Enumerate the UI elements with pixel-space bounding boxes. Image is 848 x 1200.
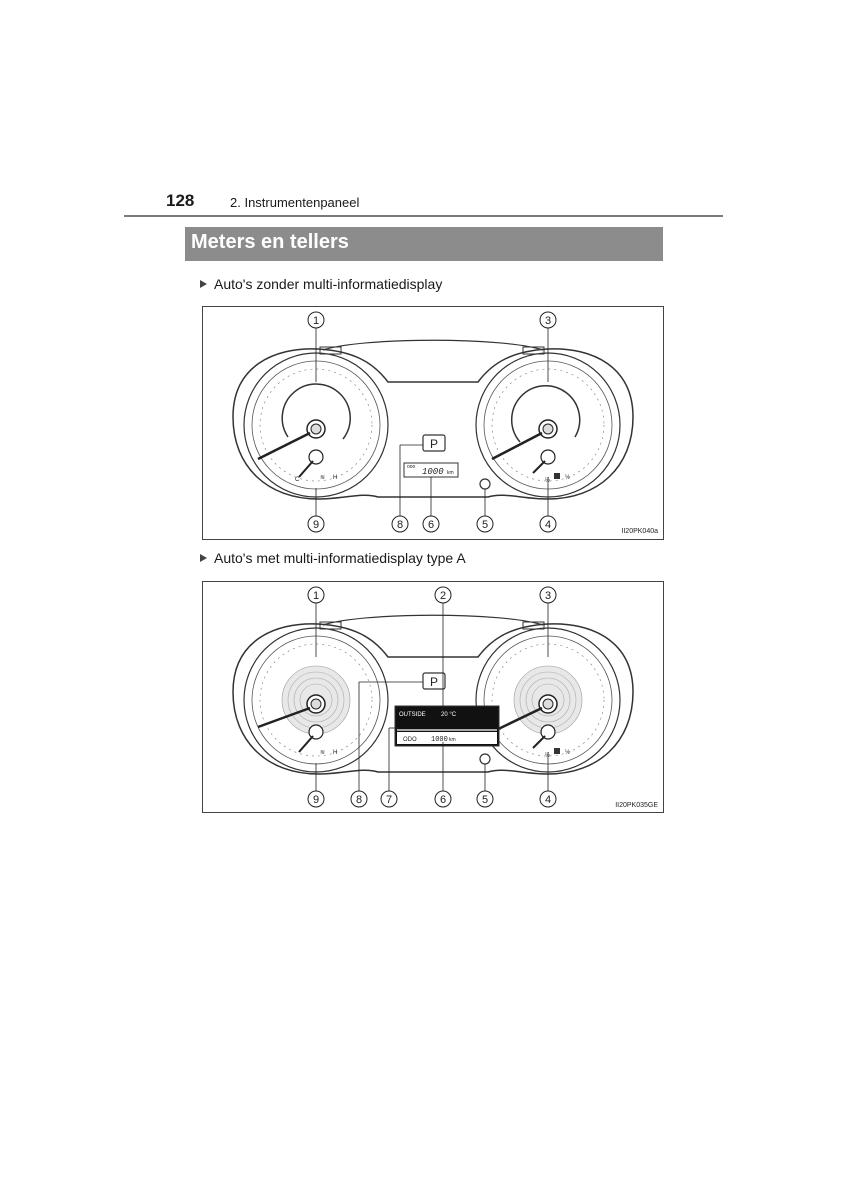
callout-4: 4 — [539, 790, 557, 808]
outside-temp-value: 20 °C — [441, 712, 457, 718]
subheading-display-type-a: Auto's met multi-informatiedisplay type … — [200, 550, 466, 566]
svg-text:4: 4 — [545, 519, 551, 531]
svg-text:5: 5 — [482, 519, 488, 531]
temp-hot-label: H — [333, 750, 337, 756]
svg-text:2: 2 — [440, 590, 446, 602]
svg-text:3: 3 — [545, 590, 551, 602]
callout-3: 3 — [539, 311, 557, 329]
svg-text:ooo: ooo — [407, 464, 416, 470]
odometer-value: 1000 — [431, 736, 448, 744]
callout-2: 2 — [434, 586, 452, 604]
coolant-temp-icon: ≋ — [320, 750, 325, 756]
callout-8: 8 — [391, 515, 409, 533]
svg-text:9: 9 — [313, 519, 319, 531]
outside-temp-label: OUTSIDE — [399, 712, 426, 718]
fuel-half-label-right: ½ — [565, 749, 570, 756]
fuel-pump-icon — [554, 473, 560, 479]
callout-6: 6 — [434, 790, 452, 808]
svg-text:8: 8 — [356, 794, 362, 806]
callout-7: 7 — [380, 790, 398, 808]
callout-1: 1 — [307, 311, 325, 329]
svg-text:1: 1 — [313, 315, 319, 327]
page-number: 128 — [166, 191, 195, 210]
shift-position-indicator: P — [430, 437, 438, 451]
temp-cold-label: C — [295, 477, 300, 483]
svg-text:8: 8 — [397, 519, 403, 531]
callout-6: 6 — [422, 515, 440, 533]
callout-5: 5 — [476, 790, 494, 808]
svg-text:9: 9 — [313, 794, 319, 806]
instrument-cluster-figure-1: C H ≋ ½ ½ P 1000 km ooo 1 3 9 — [202, 306, 664, 540]
subheading-text: Auto's zonder multi-informatiedisplay — [214, 276, 443, 292]
callout-3: 3 — [539, 586, 557, 604]
svg-text:6: 6 — [428, 519, 434, 531]
callout-4: 4 — [539, 515, 557, 533]
odo-label: ODO — [403, 737, 417, 743]
callout-1: 1 — [307, 586, 325, 604]
cluster-illustration-1: C H ≋ ½ ½ P 1000 km ooo 1 3 9 — [232, 311, 658, 535]
section-title-bar — [185, 227, 663, 261]
odometer-value: 1000 — [422, 467, 444, 477]
callout-8: 8 — [350, 790, 368, 808]
callout-9: 9 — [307, 515, 325, 533]
subheading-text: Auto's met multi-informatiedisplay type … — [214, 550, 466, 566]
subheading-no-display: Auto's zonder multi-informatiedisplay — [200, 276, 442, 292]
section-title: Meters en tellers — [191, 231, 349, 253]
callout-5: 5 — [476, 515, 494, 533]
fuel-half-label-left: ½ — [545, 477, 550, 484]
svg-text:3: 3 — [545, 315, 551, 327]
svg-text:7: 7 — [386, 794, 392, 806]
shift-position-indicator: P — [430, 675, 438, 689]
bullet-triangle-icon — [200, 280, 207, 288]
bullet-triangle-icon — [200, 554, 207, 562]
odometer-unit: km — [447, 470, 454, 476]
instrument-cluster-figure-2: H ≋ ½ ½ P OUTSIDE 20 °C ODO 1000 km — [202, 581, 664, 813]
fuel-half-label-right: ½ — [565, 474, 570, 481]
svg-text:5: 5 — [482, 794, 488, 806]
cluster-illustration-2: H ≋ ½ ½ P OUTSIDE 20 °C ODO 1000 km — [232, 586, 658, 809]
fuel-half-label-left: ½ — [545, 752, 550, 759]
odometer-unit: km — [449, 737, 456, 743]
figure-code: II20PK040a — [621, 528, 658, 535]
temp-hot-label: H — [333, 475, 337, 481]
fuel-pump-icon — [554, 748, 560, 754]
svg-text:4: 4 — [545, 794, 551, 806]
figure-code: II20PK035GE — [615, 802, 658, 809]
svg-text:1: 1 — [313, 590, 319, 602]
svg-text:6: 6 — [440, 794, 446, 806]
chapter-title: 2. Instrumentenpaneel — [230, 195, 360, 210]
coolant-temp-icon: ≋ — [320, 475, 325, 481]
header-divider — [124, 215, 723, 217]
callout-9: 9 — [307, 790, 325, 808]
